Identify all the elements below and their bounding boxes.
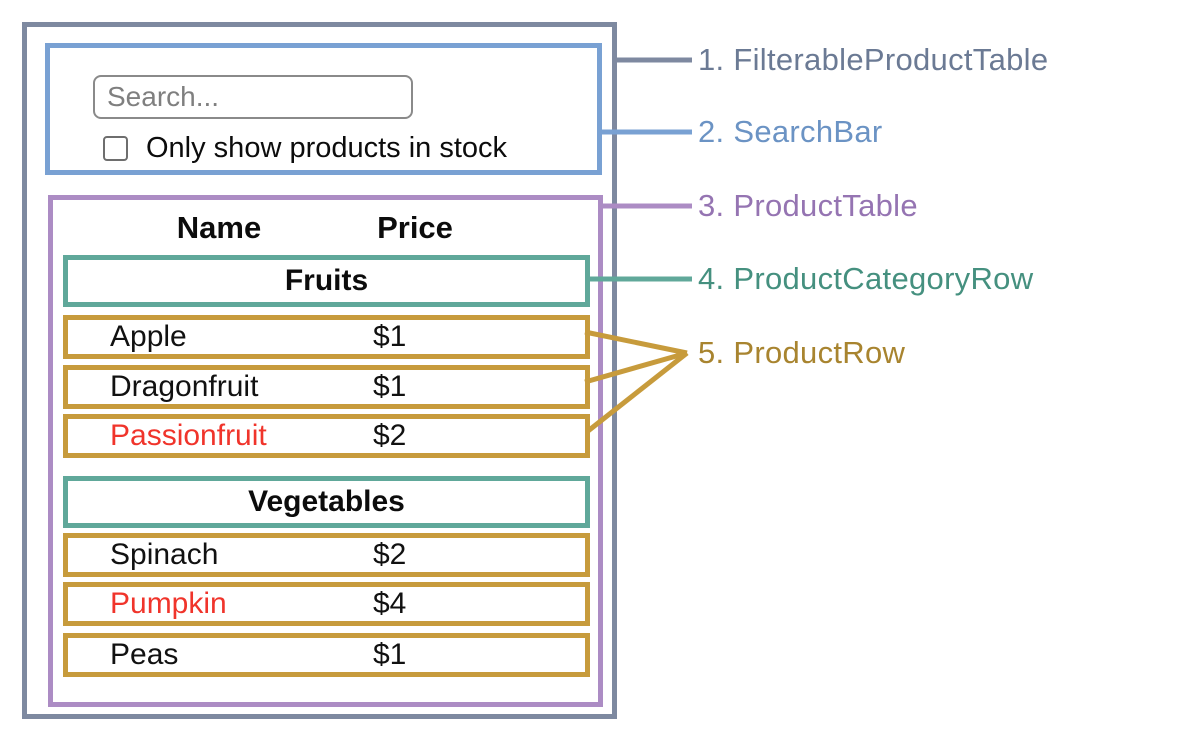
product-name: Spinach — [110, 538, 219, 571]
product-name: Dragonfruit — [110, 370, 259, 403]
product-row-peas: Peas $1 — [63, 633, 590, 677]
product-row-spinach: Spinach $2 — [63, 533, 590, 577]
legend-label-product-table: 3. ProductTable — [698, 188, 918, 223]
legend-label-product-category-row: 4. ProductCategoryRow — [698, 261, 1034, 296]
product-name: Peas — [110, 638, 179, 671]
column-header-name: Name — [176, 210, 262, 245]
product-name: Passionfruit — [110, 419, 267, 452]
legend-label-product-row: 5. ProductRow — [698, 335, 906, 370]
product-row-pumpkin: Pumpkin $4 — [63, 582, 590, 626]
product-row-apple: Apple $1 — [63, 315, 590, 359]
legend-label-search-bar: 2. SearchBar — [698, 114, 883, 149]
product-price: $2 — [373, 419, 407, 452]
product-table-box: Name Price Fruits Apple $1 Dragonfruit $… — [48, 195, 603, 707]
search-input[interactable] — [93, 75, 413, 119]
filterable-product-table-box: Only show products in stock Name Price F… — [22, 22, 617, 719]
category-row-fruits: Fruits — [63, 255, 590, 307]
category-label: Vegetables — [248, 485, 405, 518]
product-name: Pumpkin — [110, 587, 227, 620]
search-bar-box: Only show products in stock — [45, 43, 602, 175]
product-row-dragonfruit: Dragonfruit $1 — [63, 365, 590, 409]
product-price: $1 — [373, 320, 407, 353]
stock-filter-row: Only show products in stock — [103, 132, 507, 165]
in-stock-checkbox[interactable] — [103, 136, 128, 161]
product-price: $1 — [373, 638, 407, 671]
category-label: Fruits — [284, 264, 369, 297]
product-row-passionfruit: Passionfruit $2 — [63, 414, 590, 458]
category-row-vegetables: Vegetables — [63, 476, 590, 528]
legend-label-filterable-product-table: 1. FilterableProductTable — [698, 42, 1049, 77]
in-stock-label: Only show products in stock — [146, 132, 508, 164]
product-price: $2 — [373, 538, 407, 571]
product-name: Apple — [110, 320, 187, 353]
product-price: $4 — [373, 587, 407, 620]
column-header-price: Price — [377, 210, 453, 245]
product-price: $1 — [373, 370, 407, 403]
